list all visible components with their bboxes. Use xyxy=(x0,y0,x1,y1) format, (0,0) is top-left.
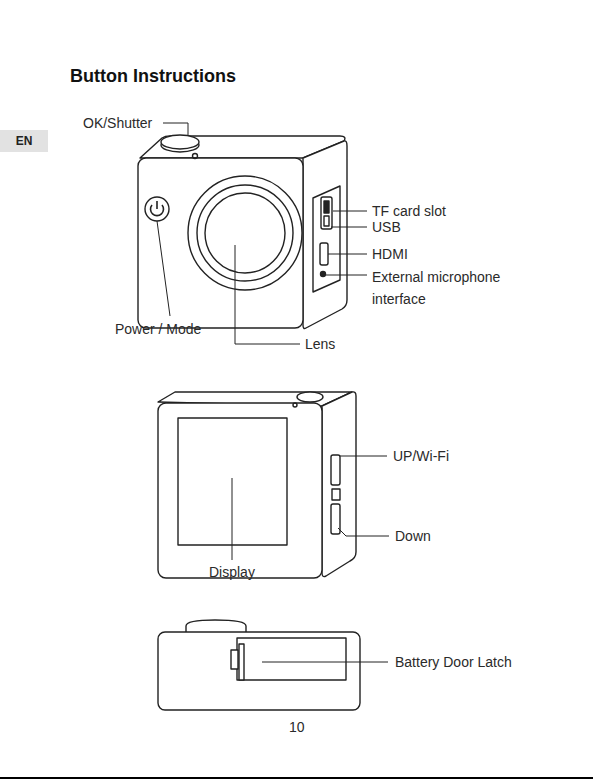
tf-slot-opening xyxy=(324,201,329,213)
camera-side-face xyxy=(322,392,356,577)
button-label: Power / Mode xyxy=(115,320,201,338)
hdmi-port xyxy=(320,243,328,265)
port-label: TF card slot xyxy=(372,202,446,220)
leader-line xyxy=(340,456,387,457)
leader-line xyxy=(328,254,367,255)
leader-lines xyxy=(157,123,367,344)
port-cover xyxy=(313,186,340,292)
leader-line xyxy=(333,211,367,212)
camera-front xyxy=(138,135,347,329)
port-label: USB xyxy=(372,218,401,236)
leader-line xyxy=(338,528,389,536)
part-label: Display xyxy=(209,563,255,581)
battery-door xyxy=(237,638,346,680)
tab-label: EN xyxy=(16,134,33,148)
leader-line xyxy=(232,478,233,560)
part-label: Battery Door Latch xyxy=(395,653,512,671)
language-tab: EN xyxy=(0,130,48,152)
camera-front-face xyxy=(138,158,303,328)
leader-line xyxy=(331,227,367,228)
camera-back-face xyxy=(158,403,322,578)
port-label: HDMI xyxy=(372,245,408,263)
tf-card-slot xyxy=(321,197,332,229)
shutter-button-top xyxy=(161,135,199,149)
button-label: UP/Wi-Fi xyxy=(393,447,449,465)
camera-back xyxy=(158,392,356,578)
page-title: Button Instructions xyxy=(70,66,236,87)
part-label: Lens xyxy=(305,335,335,353)
camera-side-face xyxy=(303,141,347,329)
lens-ring xyxy=(188,176,302,290)
side-button xyxy=(332,489,340,500)
usb-port xyxy=(324,216,329,226)
camera-bottom-face xyxy=(158,632,360,710)
shutter-button xyxy=(186,620,246,633)
leader-line xyxy=(157,221,170,316)
lens-glass xyxy=(205,193,285,273)
indicator-light xyxy=(193,154,198,159)
down-button xyxy=(331,504,340,534)
leader-line xyxy=(163,123,188,136)
button-label: Down xyxy=(395,527,431,545)
port-label: External microphone interface xyxy=(372,266,522,310)
leader-lines xyxy=(232,456,389,560)
leader-line xyxy=(326,275,367,276)
latch-slide xyxy=(239,644,244,680)
battery-door-latch xyxy=(231,650,238,669)
power-button xyxy=(145,197,169,221)
button-label: OK/Shutter xyxy=(83,114,152,132)
indicator-light xyxy=(293,403,297,407)
power-icon xyxy=(150,201,163,216)
page-number: 10 xyxy=(289,718,305,736)
shutter-button xyxy=(297,392,323,402)
page-rule xyxy=(0,777,593,779)
camera-bottom xyxy=(158,620,360,710)
up-button xyxy=(331,455,340,485)
leader-line xyxy=(235,245,300,344)
leader-line xyxy=(262,662,388,663)
lens-ring xyxy=(197,185,293,281)
microphone-jack xyxy=(321,272,326,277)
